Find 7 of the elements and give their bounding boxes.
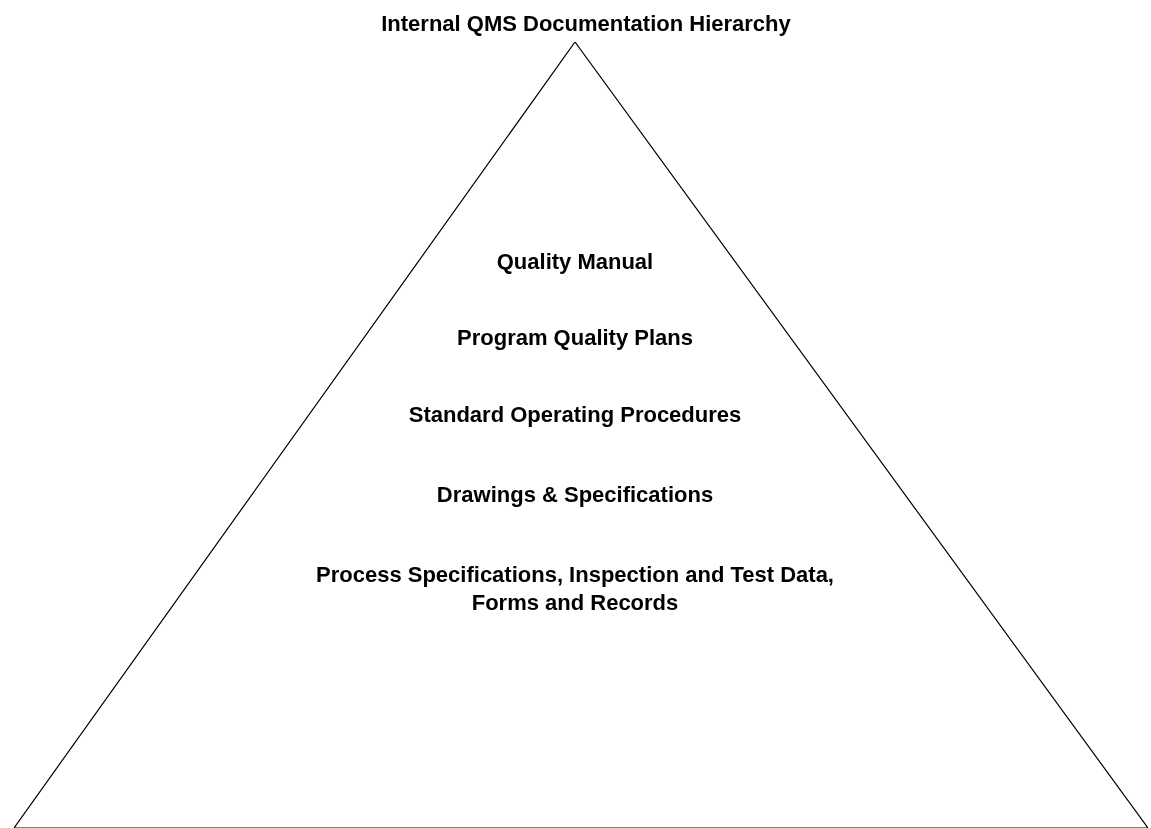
pyramid-level-label: Standard Operating Procedures (407, 401, 743, 429)
pyramid-level-label: Process Specifications, Inspection and Test Data, Forms and Records (315, 561, 835, 617)
diagram-title: Internal QMS Documentation Hierarchy (380, 10, 792, 38)
pyramid-triangle (14, 42, 1148, 828)
pyramid-level-label: Drawings & Specifications (435, 481, 715, 509)
pyramid-level-label: Program Quality Plans (456, 324, 694, 352)
pyramid-level-label: Quality Manual (495, 248, 655, 276)
